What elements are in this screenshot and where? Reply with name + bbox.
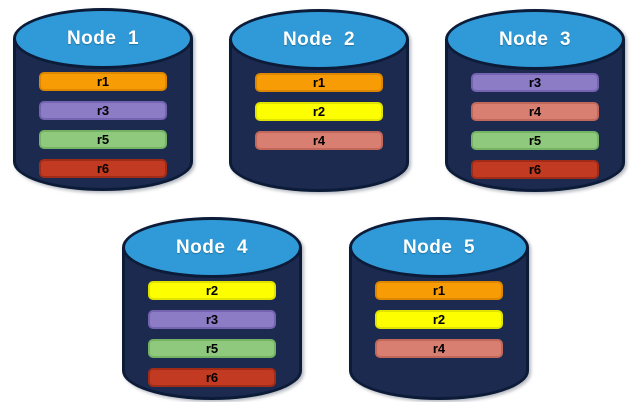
replica-bar-r5: r5 bbox=[471, 131, 599, 150]
replica-bar-r6: r6 bbox=[471, 160, 599, 179]
replica-bar-r6: r6 bbox=[148, 368, 276, 387]
node-title: Node 3 bbox=[498, 28, 572, 50]
node-title: Node 4 bbox=[175, 236, 249, 258]
replica-bar-r4: r4 bbox=[255, 131, 383, 150]
node-cylinder: Node 5 r1 r2 r4 bbox=[349, 217, 529, 400]
replica-list: r1 r2 r4 bbox=[229, 73, 409, 160]
node-cylinder: Node 1 r1 r3 r5 r6 bbox=[13, 8, 193, 191]
cylinder-top-ellipse: Node 4 bbox=[122, 217, 302, 278]
node-cylinder: Node 3 r3 r4 r5 r6 bbox=[445, 9, 625, 192]
replica-list: r3 r4 r5 r6 bbox=[445, 73, 625, 189]
replica-bar-r2: r2 bbox=[375, 310, 503, 329]
node-title: Node 2 bbox=[282, 28, 356, 50]
replica-bar-r3: r3 bbox=[39, 101, 167, 120]
replica-bar-r4: r4 bbox=[471, 102, 599, 121]
node-title: Node 5 bbox=[402, 236, 476, 258]
replica-bar-r1: r1 bbox=[375, 281, 503, 300]
replica-bar-r1: r1 bbox=[255, 73, 383, 92]
node-cylinder: Node 4 r2 r3 r5 r6 bbox=[122, 217, 302, 400]
replica-bar-r2: r2 bbox=[148, 281, 276, 300]
database-cylinder: Node 5 r1 r2 r4 bbox=[349, 217, 529, 400]
replica-list: r2 r3 r5 r6 bbox=[122, 281, 302, 397]
cylinder-top-ellipse: Node 2 bbox=[229, 9, 409, 70]
database-cylinder: Node 2 r1 r2 r4 bbox=[229, 9, 409, 192]
replica-bar-r6: r6 bbox=[39, 159, 167, 178]
replica-list: r1 r2 r4 bbox=[349, 281, 529, 368]
database-cylinder: Node 4 r2 r3 r5 r6 bbox=[122, 217, 302, 400]
cylinder-top-ellipse: Node 1 bbox=[13, 8, 193, 69]
database-cylinder: Node 3 r3 r4 r5 r6 bbox=[445, 9, 625, 192]
node-title: Node 1 bbox=[66, 27, 140, 49]
replica-bar-r3: r3 bbox=[471, 73, 599, 92]
replica-bar-r5: r5 bbox=[39, 130, 167, 149]
replica-bar-r4: r4 bbox=[375, 339, 503, 358]
replica-bar-r5: r5 bbox=[148, 339, 276, 358]
cylinder-top-ellipse: Node 3 bbox=[445, 9, 625, 70]
replica-list: r1 r3 r5 r6 bbox=[13, 72, 193, 188]
replica-bar-r2: r2 bbox=[255, 102, 383, 121]
database-cylinder: Node 1 r1 r3 r5 r6 bbox=[13, 8, 193, 191]
replica-bar-r1: r1 bbox=[39, 72, 167, 91]
node-cylinder: Node 2 r1 r2 r4 bbox=[229, 9, 409, 192]
replica-bar-r3: r3 bbox=[148, 310, 276, 329]
cylinder-top-ellipse: Node 5 bbox=[349, 217, 529, 278]
